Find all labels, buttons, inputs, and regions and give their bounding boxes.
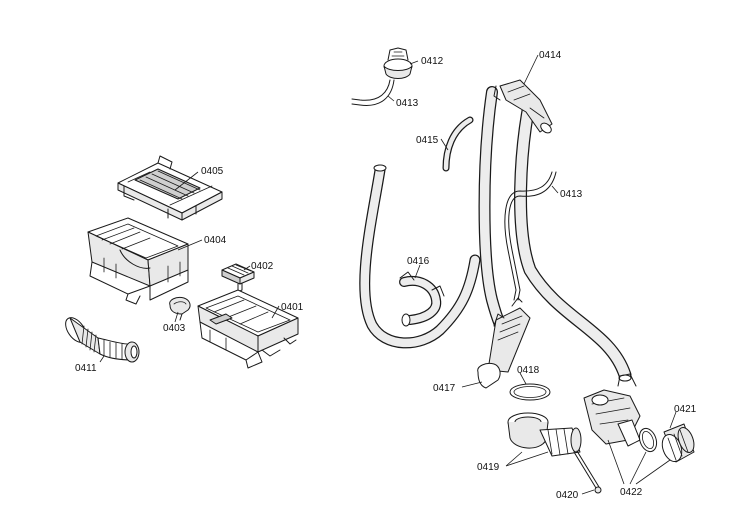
label-0421: 0421 [674, 404, 697, 415]
label-0401: 0401 [281, 302, 304, 313]
label-0411: 0411 [75, 363, 97, 374]
label-0416: 0416 [407, 256, 430, 267]
small-hose-0413-mid [504, 171, 557, 301]
pump-sump-0419 [507, 412, 582, 457]
hose-clamp-0416 [359, 164, 481, 349]
siphon-insert-0402 [221, 263, 255, 293]
label-0418: 0418 [517, 365, 540, 376]
label-0417: 0417 [433, 383, 456, 394]
label-0405: 0405 [201, 166, 224, 177]
detergent-drawer-0401 [197, 289, 299, 369]
filter-seal-0422 [638, 423, 695, 463]
clip-0403 [169, 297, 191, 321]
label-0420: 0420 [556, 490, 579, 501]
label-0403: 0403 [163, 323, 186, 334]
sensor-rod-0420 [573, 450, 602, 494]
leader-lines [99, 54, 677, 495]
label-0415: 0415 [416, 135, 439, 146]
label-0402: 0402 [251, 261, 274, 272]
elbow-hose-0415 [442, 116, 474, 172]
label-0419: 0419 [477, 462, 500, 473]
drawer-housing-0404 [87, 217, 189, 305]
label-0413-mid: 0413 [560, 189, 583, 200]
drain-pump-0421 [583, 373, 641, 447]
vent-cap-0412 [383, 47, 413, 79]
small-hose-0413-top [351, 79, 395, 106]
drawer-cover-0405 [117, 155, 223, 221]
label-0412: 0412 [421, 56, 444, 67]
bellows-hose-0411 [65, 317, 140, 363]
ring-seal-0418 [509, 383, 551, 401]
label-0413-top: 0413 [396, 98, 419, 109]
label-0404: 0404 [204, 235, 227, 246]
part-labels: 0405 0404 0402 0401 0403 0411 0412 0413 … [75, 50, 697, 501]
sump-spigot-0417 [477, 297, 531, 389]
label-0414: 0414 [539, 50, 562, 61]
label-0422: 0422 [620, 487, 643, 498]
